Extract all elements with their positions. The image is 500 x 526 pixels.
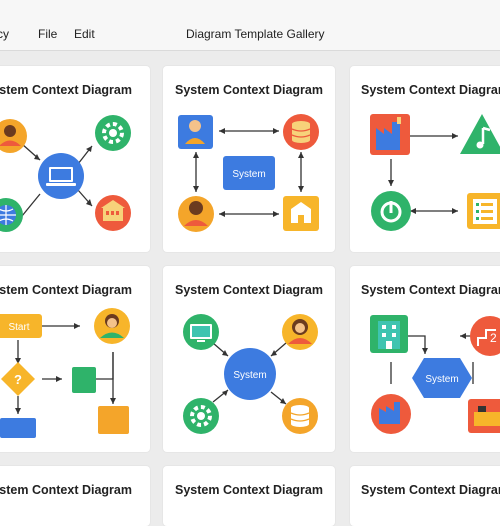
machine-icon <box>468 399 500 433</box>
svg-text:2: 2 <box>490 331 497 345</box>
globe-icon <box>0 198 23 232</box>
menu-item-app[interactable]: cy <box>0 27 9 41</box>
template-card-2[interactable]: System Context Diagram Syst <box>163 66 335 252</box>
system-label: System <box>233 370 266 381</box>
start-node: Start <box>0 314 42 338</box>
system-box: System <box>223 156 275 190</box>
card-title: System Context Diagram <box>175 483 323 497</box>
template-card-8[interactable]: System Context Diagram <box>163 466 335 526</box>
music-triangle-icon <box>460 114 500 154</box>
system-label: System <box>425 374 458 385</box>
menu-item-file[interactable]: File <box>38 27 58 41</box>
output-node <box>98 406 129 434</box>
card-title: System Context Diagram <box>0 483 132 497</box>
template-card-1[interactable]: System Context Diagram <box>0 66 150 252</box>
factory-icon <box>371 394 411 434</box>
database-icon <box>282 398 318 434</box>
card-title: System Context Diagram <box>0 83 132 97</box>
laptop-icon <box>38 153 84 199</box>
diagram-preview: System <box>183 314 318 434</box>
diagram-preview: System 2 <box>370 315 500 434</box>
card-title: System Context Diagram <box>0 283 132 297</box>
home-icon <box>283 196 319 231</box>
monitor-icon <box>183 314 219 350</box>
card-title: System Context Diagram <box>361 83 500 97</box>
window-title: Diagram Template Gallery <box>186 27 325 41</box>
card-title: System Context Diagram <box>361 483 500 497</box>
person-icon <box>0 119 27 153</box>
gear-icon <box>95 115 131 151</box>
checklist-icon <box>467 193 500 229</box>
steps-icon: 2 <box>470 316 500 356</box>
person-icon <box>178 196 214 232</box>
person-icon <box>94 308 130 344</box>
power-icon <box>371 191 411 231</box>
gear-icon <box>183 398 219 434</box>
end-node <box>0 418 36 438</box>
diagram-preview: System <box>178 114 319 232</box>
user-box-icon <box>178 115 213 149</box>
system-circle: System <box>224 348 276 400</box>
menu-bar: cy File Edit Diagram Template Gallery <box>0 0 500 51</box>
system-hexagon: System <box>412 358 472 398</box>
template-card-3[interactable]: System Context Diagram <box>350 66 500 252</box>
card-title: System Context Diagram <box>175 283 323 297</box>
start-label: Start <box>8 322 29 333</box>
template-card-7[interactable]: System Context Diagram <box>0 466 150 526</box>
process-node <box>72 367 96 393</box>
template-card-5[interactable]: System Context Diagram Syst <box>163 266 335 452</box>
svg-text:?: ? <box>14 372 22 387</box>
card-title: System Context Diagram <box>361 283 500 297</box>
card-title: System Context Diagram <box>175 83 323 97</box>
person-icon <box>282 314 318 350</box>
diagram-preview <box>370 114 500 231</box>
template-card-9[interactable]: System Context Diagram <box>350 466 500 526</box>
diagram-preview <box>0 115 131 232</box>
office-building-icon <box>370 315 408 353</box>
database-icon <box>283 114 319 150</box>
template-card-4[interactable]: System Context Diagram Start <box>0 266 150 452</box>
building-icon <box>95 195 131 231</box>
decision-node: ? <box>1 362 35 396</box>
diagram-preview: Start ? <box>0 308 130 438</box>
system-label: System <box>232 169 265 180</box>
factory-icon <box>370 114 410 155</box>
menu-item-edit[interactable]: Edit <box>74 27 95 41</box>
template-card-6[interactable]: System Context Diagram System 2 <box>350 266 500 452</box>
